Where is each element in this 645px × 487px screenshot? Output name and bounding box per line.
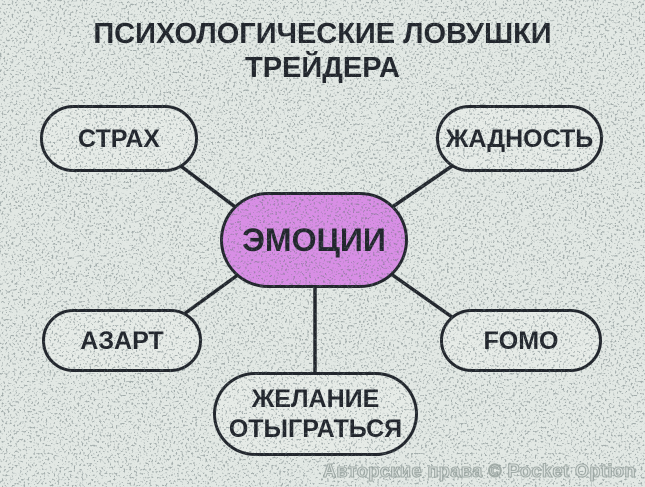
- connector-greed-emotions: [383, 162, 457, 214]
- node-emotions: ЭМОЦИИ: [220, 192, 408, 288]
- node-fomo: FOMO: [440, 309, 602, 372]
- node-revenge-trading: ЖЕЛАНИЕ ОТЫГРАТЬСЯ: [213, 372, 418, 456]
- node-emotions-label: ЭМОЦИИ: [242, 222, 386, 258]
- node-excitement: АЗАРТ: [42, 309, 202, 372]
- node-fear: СТРАХ: [40, 105, 198, 172]
- node-greed: ЖАДНОСТЬ: [436, 105, 603, 172]
- page-title-line1: ПСИХОЛОГИЧЕСКИЕ ЛОВУШКИ: [93, 18, 552, 50]
- node-greed-label: ЖАДНОСТЬ: [445, 124, 594, 153]
- connector-fomo-emotions: [382, 267, 454, 319]
- page-title: ПСИХОЛОГИЧЕСКИЕ ЛОВУШКИ ТРЕЙДЕРА: [0, 17, 645, 85]
- node-fomo-label: FOMO: [483, 326, 559, 355]
- connector-fear-emotions: [176, 162, 244, 214]
- copyright-watermark: Авторские права © Pocket Option: [322, 460, 636, 481]
- node-fear-label: СТРАХ: [78, 124, 160, 153]
- page-title-line2: ТРЕЙДЕРА: [245, 52, 400, 84]
- node-revenge-trading-label: ЖЕЛАНИЕ ОТЫГРАТЬСЯ: [228, 385, 403, 443]
- node-excitement-label: АЗАРТ: [80, 326, 164, 355]
